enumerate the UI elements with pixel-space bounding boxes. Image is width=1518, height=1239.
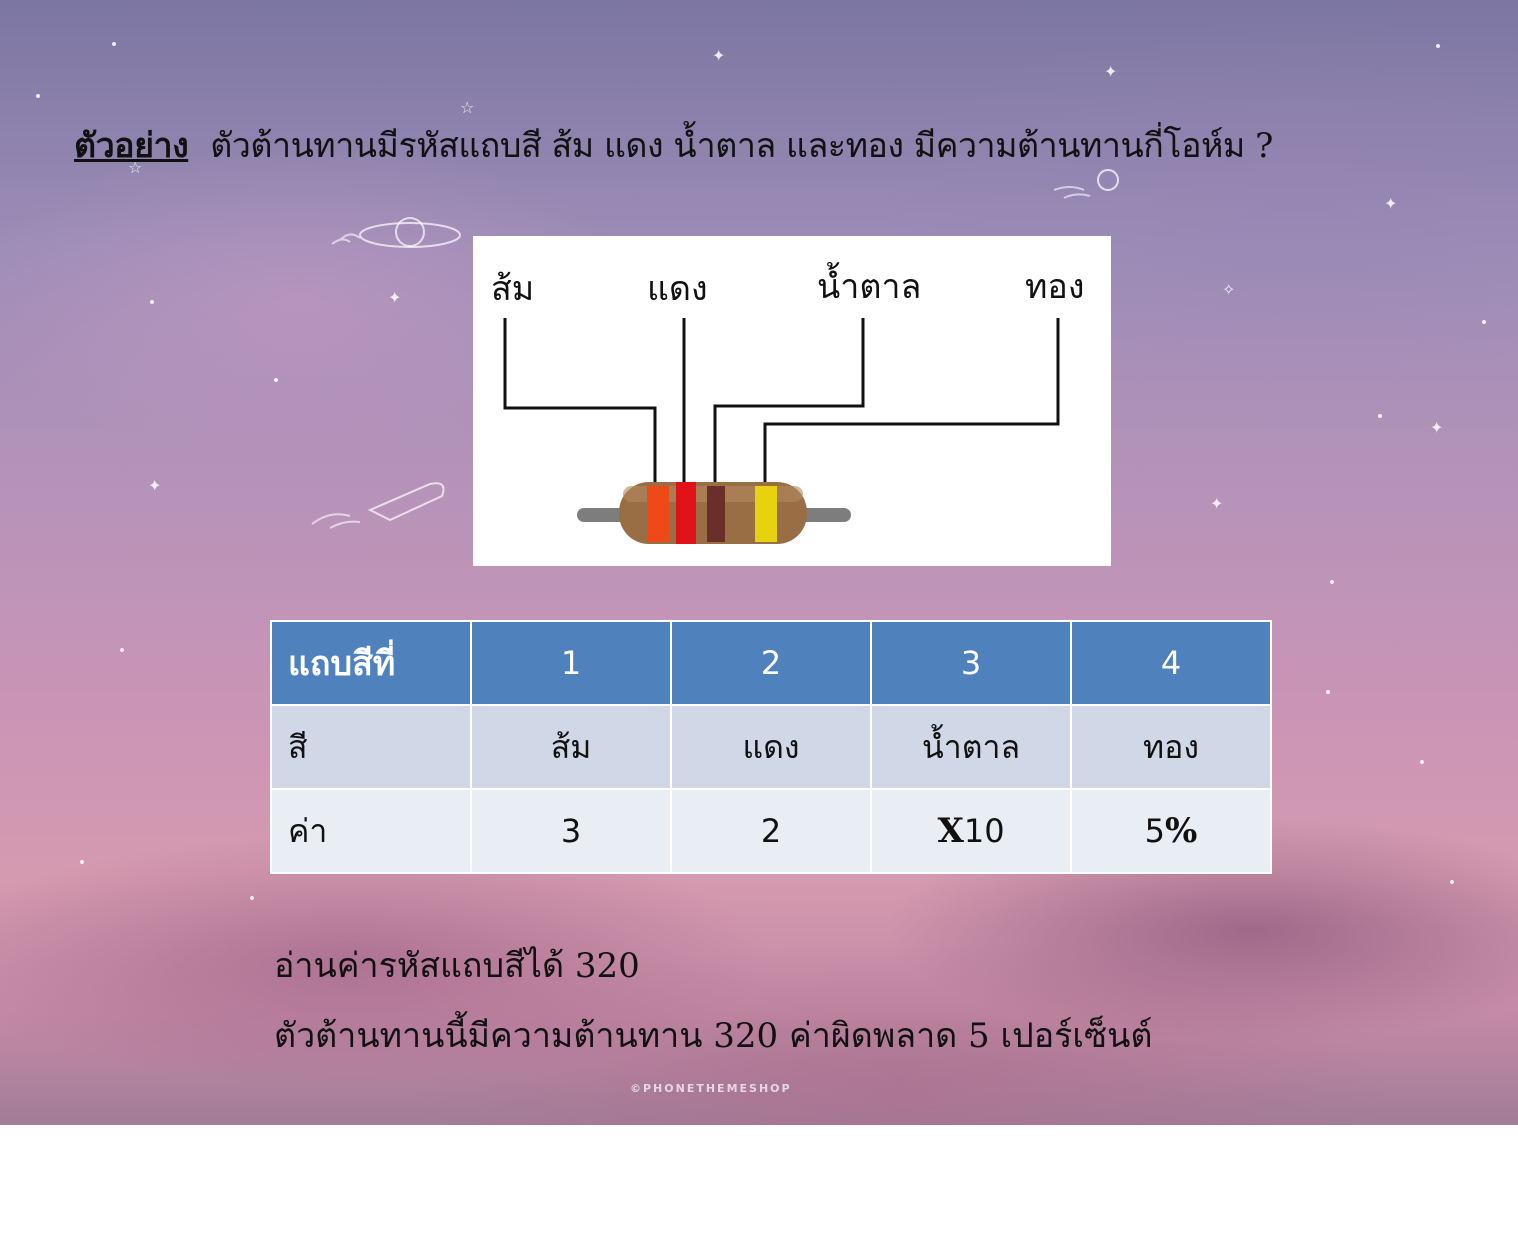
header-cell-2: 2 [670,620,872,706]
band-2-red [676,482,696,544]
value-row-label: ค่า [270,788,472,874]
star-dot [250,896,254,900]
star-dot [1330,580,1334,584]
color-cell-4: ทอง [1070,704,1272,790]
color-cell-1: ส้ม [470,704,672,790]
star-dot [120,648,124,652]
value-cell-3: X10 [870,788,1072,874]
example-label: ตัวอย่าง [74,126,189,166]
star-icon: ✦ [1384,194,1398,213]
table-row-color: สี ส้ม แดง น้ำตาล ทอง [270,704,1272,790]
color-cell-2: แดง [670,704,872,790]
value-cell-4: 5% [1070,788,1272,874]
color-cell-3: น้ำตาล [870,704,1072,790]
band-label-1: ส้ม [491,269,534,309]
band-label-4: ทอง [1025,267,1084,307]
result-line-2: ตัวต้านทานนี้มีความต้านทาน 320 ค่าผิดพลา… [274,1016,1153,1056]
star-dot [1378,414,1382,418]
header-cell-3: 3 [870,620,1072,706]
star-dot [112,42,116,46]
star-dot [274,378,278,382]
star-icon: ✦ [1210,494,1224,513]
leader-line-4 [763,318,1060,490]
example-heading: ตัวอย่าง ตัวต้านทานมีรหัสแถบสี ส้ม แดง น้… [74,118,1273,172]
table-header-row: แถบสีที่ 1 2 3 4 [270,620,1272,706]
star-dot [80,860,84,864]
planet-small-icon [1053,169,1119,199]
resistor-figure: ส้ม แดง น้ำตาล ทอง [473,236,1111,566]
resistor-lead-left [577,508,627,522]
rocket-doodle-icon [311,482,445,529]
star-icon: ✦ [1104,62,1118,81]
value-cell-1: 3 [470,788,672,874]
value-cell-2: 2 [670,788,872,874]
multiplier-value: 10 [963,812,1005,850]
band-3-brown [707,486,725,542]
table-row-value: ค่า 3 2 X10 5% [270,788,1272,874]
star-dot [36,94,40,98]
band-1-orange [647,486,669,542]
header-cell-1: 1 [470,620,672,706]
color-row-label: สี [270,704,472,790]
resistor-lead-right [799,508,851,522]
star-icon: ✧ [1222,280,1236,299]
color-band-table: แถบสีที่ 1 2 3 4 สี ส้ม แดง น้ำตาล ทอง ค… [270,620,1272,874]
resistor-diagram: ส้ม แดง น้ำตาล ทอง [491,262,1084,544]
star-icon: ✦ [148,476,162,495]
header-cell-band: แถบสีที่ [270,620,472,706]
star-dot [1326,690,1330,694]
leader-line-3 [713,318,865,494]
example-question: ตัวต้านทานมีรหัสแถบสี ส้ม แดง น้ำตาล และ… [210,126,1273,166]
header-cell-4: 4 [1070,620,1272,706]
star-icon: ☆ [460,98,475,117]
star-icon: ✦ [712,46,726,65]
star-dot [1450,880,1454,884]
star-dot [1482,320,1486,324]
band-label-2: แดง [647,269,708,309]
tolerance-number: 5 [1144,812,1166,850]
band-4-gold [755,486,777,542]
watermark: ©PHONETHEMESHOP [630,1082,792,1095]
multiplier-x: X [937,811,964,851]
leader-line-1 [503,318,657,494]
star-icon: ✦ [1430,418,1444,437]
tolerance-percent: % [1165,811,1198,851]
star-dot [150,300,154,304]
planet-doodle-icon [331,217,461,248]
star-dot [1436,44,1440,48]
star-icon: ✦ [388,288,402,307]
slide-background: ✦ ✦ ✦ ✧ ✦ ✦ ✦ ☆ ☆ ✦ ตัวอย่าง ตัวต้านทานมี… [0,0,1518,1125]
star-icon: ☆ [128,158,143,177]
band-label-3: น้ำตาล [817,262,921,307]
star-dot [1420,760,1424,764]
result-line-1: อ่านค่ารหัสแถบสีได้ 320 [274,946,640,986]
